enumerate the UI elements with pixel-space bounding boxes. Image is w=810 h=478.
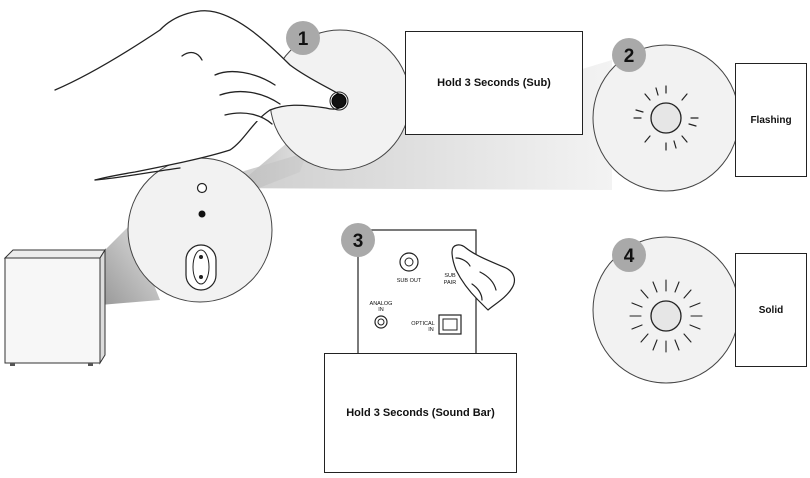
step4-label-box: Solid xyxy=(735,253,807,367)
led-flashing-icon xyxy=(650,102,682,134)
svg-text:3: 3 xyxy=(353,231,364,252)
step1-label: Hold 3 Seconds (Sub) xyxy=(437,77,551,89)
step2-badge: 2 xyxy=(612,38,646,72)
sub-pair-label-line2: PAIR xyxy=(444,280,456,286)
zoom-beam-subwoofer xyxy=(100,225,160,305)
analog-in-label-line2: IN xyxy=(378,307,384,313)
optical-in-label-line2: IN xyxy=(428,327,434,333)
optical-in-label-line1: OPTICAL xyxy=(411,321,435,327)
step1-badge: 1 xyxy=(286,21,320,55)
hand-illustration-step1 xyxy=(54,10,345,181)
svg-text:2: 2 xyxy=(624,46,635,67)
step2-led-circle xyxy=(592,44,740,192)
step3-label: Hold 3 Seconds (Sound Bar) xyxy=(346,407,495,419)
svg-text:1: 1 xyxy=(298,29,309,50)
sub-out-label: SUB OUT xyxy=(397,278,422,284)
svg-text:4: 4 xyxy=(624,246,635,267)
step4-label: Solid xyxy=(758,304,784,316)
sub-pair-button xyxy=(198,210,206,218)
sub-led-indicator xyxy=(196,182,208,194)
sub-pair-label-line1: SUB xyxy=(444,273,456,279)
analog-in-label-line1: ANALOG xyxy=(370,301,393,307)
step2-label-box: Flashing xyxy=(735,63,807,177)
sub-pair-button-pressed xyxy=(331,93,347,109)
step3-label-box: Hold 3 Seconds (Sound Bar) xyxy=(324,353,517,473)
sub-power-socket xyxy=(185,244,217,291)
step3-badge: 3 xyxy=(341,223,375,257)
hand-illustration-step3 xyxy=(451,244,516,311)
step2-label: Flashing xyxy=(750,114,792,126)
led-solid-icon xyxy=(650,300,682,332)
step4-led-circle xyxy=(592,236,740,384)
sub-back-zoom-circle xyxy=(127,157,273,303)
subwoofer-illustration xyxy=(3,248,106,366)
optical-in-port xyxy=(438,314,462,335)
step1-label-box: Hold 3 Seconds (Sub) xyxy=(405,31,583,135)
step4-badge: 4 xyxy=(612,238,646,272)
